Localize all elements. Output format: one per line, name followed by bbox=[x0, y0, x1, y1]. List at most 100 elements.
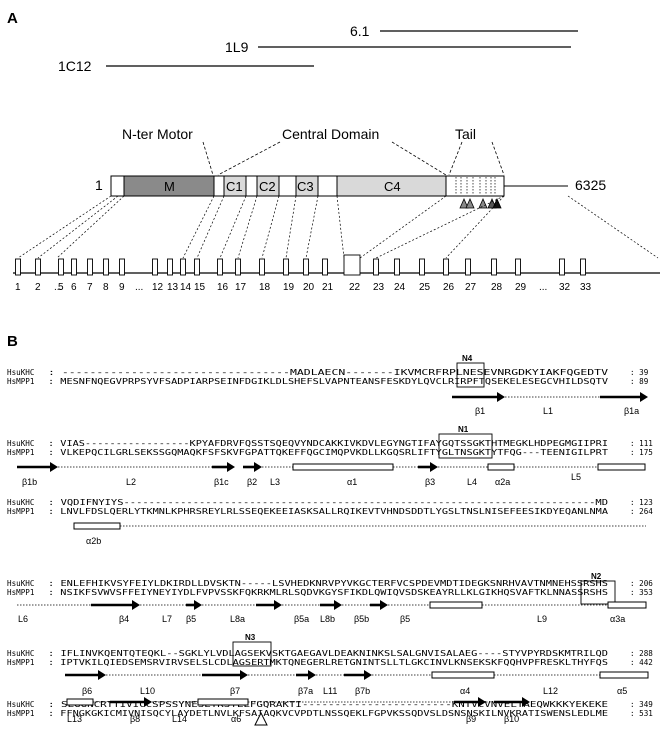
ss-label: β4 bbox=[119, 614, 129, 624]
exon-box bbox=[152, 258, 158, 276]
beta-strand-arrowhead bbox=[240, 670, 248, 680]
protein-end-label: 6325 bbox=[575, 177, 606, 193]
panel-a-label: A bbox=[7, 10, 18, 27]
ss-label: β7 bbox=[230, 686, 240, 696]
exon-box bbox=[303, 258, 309, 276]
motif-n1-label: N1 bbox=[458, 425, 469, 434]
ss-label: β5 bbox=[186, 614, 196, 624]
exon-label: 15 bbox=[194, 282, 206, 293]
sequence-alignment: HsuKHC : --------------------------------… bbox=[7, 368, 653, 718]
alpha-helix-box bbox=[607, 601, 647, 609]
tail-hatching bbox=[455, 177, 496, 195]
ss-label: α6 bbox=[231, 714, 241, 724]
exon-box bbox=[180, 258, 186, 276]
exon-box bbox=[443, 258, 449, 276]
beta-strand-arrowhead bbox=[430, 462, 438, 472]
sequence-position: : 39 bbox=[630, 368, 649, 377]
ss-label: L4 bbox=[467, 477, 477, 487]
sequence-row: : ---------------------------------MADLA… bbox=[48, 368, 609, 377]
panel-b-label: B bbox=[7, 333, 18, 350]
exon-label: 2 bbox=[35, 282, 41, 293]
sequence-name: HsMPP1 bbox=[7, 658, 35, 667]
ss-label: L13 bbox=[67, 714, 82, 724]
ss-label: β1a bbox=[624, 406, 639, 416]
sequence-position: : 206 bbox=[630, 579, 653, 588]
motif-n2-label: N2 bbox=[591, 572, 602, 581]
ss-label: L12 bbox=[543, 686, 558, 696]
domain-c1 bbox=[223, 175, 247, 197]
exon-label: 22 bbox=[349, 282, 361, 293]
exon-label: 14 bbox=[180, 282, 192, 293]
exon-label: 5 bbox=[58, 282, 64, 293]
ss-label: L11 bbox=[323, 686, 337, 696]
ss-label: β9 bbox=[466, 714, 476, 724]
exon-label: ... bbox=[135, 282, 143, 293]
exon-label: 21 bbox=[322, 282, 334, 293]
alpha-helix-box bbox=[197, 698, 249, 706]
exon-label: 17 bbox=[235, 282, 247, 293]
ss-label: L14 bbox=[172, 714, 187, 724]
sequence-name: HsMPP1 bbox=[7, 588, 35, 597]
alpha-helix-box bbox=[597, 463, 646, 471]
exon-label: ... bbox=[539, 282, 547, 293]
exon-box bbox=[235, 258, 241, 276]
exon-box bbox=[103, 258, 109, 276]
ss-label: β7b bbox=[355, 686, 370, 696]
region-motor-label: N-ter Motor bbox=[122, 126, 193, 142]
beta-strand-arrowhead bbox=[334, 600, 342, 610]
exon-box bbox=[559, 258, 565, 276]
sequence-name: HsuKHC bbox=[7, 368, 34, 377]
exon-label: 9 bbox=[119, 282, 125, 293]
insertion-triangle bbox=[254, 711, 268, 726]
sequence-position: : 175 bbox=[630, 448, 653, 457]
exon-label: 19 bbox=[283, 282, 295, 293]
exon-label: 20 bbox=[303, 282, 315, 293]
sequence-name: HsMPP1 bbox=[7, 448, 35, 457]
exon-label: 6 bbox=[71, 282, 77, 293]
motif-n3-label: N3 bbox=[245, 633, 256, 642]
protein-start-label: 1 bbox=[95, 177, 103, 193]
ss-label: L7 bbox=[162, 614, 172, 624]
exon-box bbox=[580, 258, 586, 276]
sequence-row: : VIAS-----------------KPYAFDRVFQSSTSQEQ… bbox=[48, 439, 608, 448]
sequence-position: : 123 bbox=[630, 498, 653, 507]
alpha-helix-box bbox=[429, 601, 483, 609]
sequence-position: : 353 bbox=[630, 588, 653, 597]
exon-mapping-lines bbox=[17, 195, 659, 259]
sequence-row: : VQDIFNYIYS----------------------------… bbox=[48, 498, 609, 507]
ss-label: L2 bbox=[126, 477, 136, 487]
sequence-name: HsuKHC bbox=[7, 439, 34, 448]
exon-box bbox=[71, 258, 77, 276]
domain-c4 bbox=[336, 175, 447, 197]
exon-box bbox=[15, 258, 21, 276]
sequence-position: : 288 bbox=[630, 649, 653, 658]
sequence-row: : IPTVKILQIEDSEMSRVIRVSELSLCDLAGSERTMKTQ… bbox=[48, 658, 609, 667]
exon-label: 26 bbox=[443, 282, 455, 293]
beta-strand-arrowhead bbox=[364, 670, 372, 680]
beta-strand-arrowhead bbox=[132, 600, 140, 610]
ss-label: β5b bbox=[354, 614, 369, 624]
exon-label: 33 bbox=[580, 282, 592, 293]
sequence-position: : 531 bbox=[630, 709, 653, 718]
exon-label: ... bbox=[54, 282, 62, 293]
sequence-name: HsuKHC bbox=[7, 498, 34, 507]
exon-box bbox=[167, 258, 173, 276]
ss-label: β10 bbox=[504, 714, 519, 724]
alpha-helix-box bbox=[292, 463, 394, 471]
sequence-row: : IFLINVKQENTQTEQKL--SGKLYLVDLAGSEKVSKTG… bbox=[48, 649, 609, 658]
sequence-name: HsMPP1 bbox=[7, 377, 35, 386]
ss-label: β7a bbox=[298, 686, 313, 696]
exon-box bbox=[194, 258, 200, 276]
exon-label: 32 bbox=[559, 282, 571, 293]
ss-label: α1 bbox=[347, 477, 357, 487]
exon-box bbox=[217, 258, 223, 276]
sequence-row: : SLGGNCRTTIVICCSPSSYNESETKSTLLFGQRAKTI-… bbox=[48, 700, 609, 709]
exon-box bbox=[394, 258, 400, 276]
ss-label: L5 bbox=[571, 472, 581, 482]
exon-label: 18 bbox=[259, 282, 271, 293]
exon-label: 23 bbox=[373, 282, 385, 293]
beta-strand-arrowhead bbox=[227, 462, 235, 472]
alpha-helix-box bbox=[599, 671, 649, 679]
